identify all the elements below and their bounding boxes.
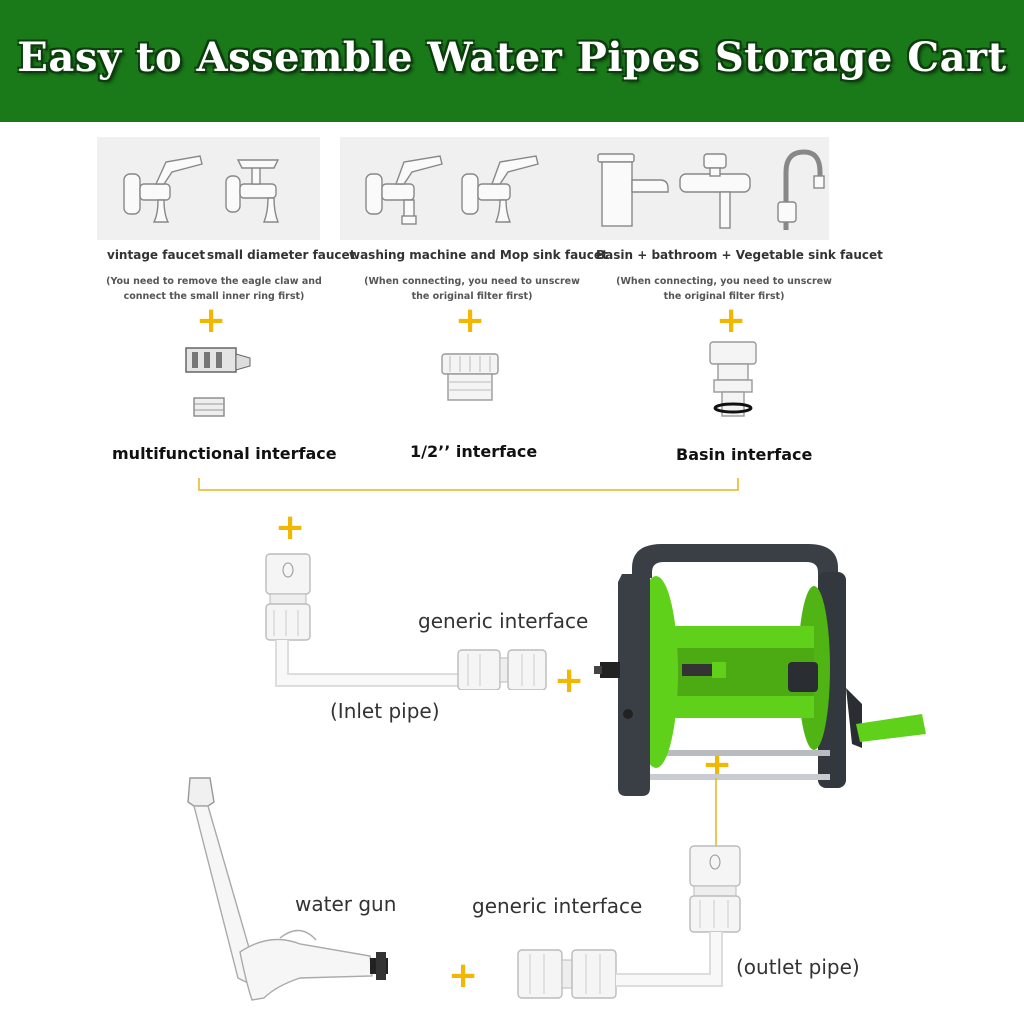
- note-line: the original filter first): [663, 291, 785, 302]
- plus-icon: +: [196, 300, 227, 341]
- interface-label-half-inch: 1/2’’ interface: [410, 442, 538, 461]
- faucet-label-vintage: vintage faucet: [107, 248, 206, 262]
- page-title: Easy to Assemble Water Pipes Storage Car…: [17, 34, 1007, 81]
- generic-interface-bottom-label: generic interface: [472, 894, 643, 918]
- note-line: (You need to remove the eagle claw and: [106, 276, 322, 287]
- plus-icon: +: [275, 507, 306, 548]
- basin-faucet-icon: [597, 153, 669, 227]
- bathroom-faucet-icon: [679, 153, 751, 229]
- note-half-inch: (When connecting, you need to unscrew th…: [360, 274, 584, 304]
- inlet-pipe-assembly-icon: [265, 553, 547, 690]
- water-gun-icon: [187, 777, 388, 1001]
- note-line: (When connecting, you need to unscrew: [616, 276, 832, 287]
- outlet-pipe-label: (outlet pipe): [736, 955, 860, 979]
- plus-icon: +: [554, 660, 585, 701]
- note-multifunctional: (You need to remove the eagle claw and c…: [96, 274, 332, 304]
- note-line: the original filter first): [411, 291, 533, 302]
- note-line: connect the small inner ring first): [123, 291, 305, 302]
- generic-interface-top-label: generic interface: [418, 609, 589, 633]
- interface-label-basin: Basin interface: [676, 445, 813, 464]
- faucet-label-basin: Basin + bathroom + Vegetable sink faucet: [596, 248, 883, 262]
- plus-icon: +: [448, 955, 479, 996]
- title-banner: [0, 0, 1024, 122]
- inlet-pipe-label: (Inlet pipe): [330, 699, 440, 723]
- note-basin: (When connecting, you need to unscrew th…: [612, 274, 836, 304]
- faucet-label-washing-machine: washing machine and Mop sink faucet: [349, 248, 608, 262]
- multifunctional-adapter-icon: [185, 347, 251, 417]
- hose-reel-cart-icon: [594, 544, 926, 796]
- washing-machine-faucet-icon: [365, 155, 443, 225]
- plus-icon: +: [455, 300, 486, 341]
- plus-icon: +: [716, 300, 747, 341]
- note-line: (When connecting, you need to unscrew: [364, 276, 580, 287]
- faucet-label-small-diameter: small diameter faucet: [207, 248, 356, 262]
- outlet-pipe-assembly-icon: [517, 940, 723, 999]
- half-inch-adapter-icon: [441, 353, 499, 401]
- small-diameter-faucet-icon: [225, 159, 280, 223]
- bracket-connector: [198, 478, 739, 491]
- mop-sink-faucet-icon: [461, 155, 539, 223]
- basin-adapter-icon: [709, 341, 757, 417]
- vegetable-sink-faucet-icon: [777, 149, 825, 230]
- interface-label-multifunctional: multifunctional interface: [112, 444, 337, 463]
- vintage-faucet-icon: [123, 155, 203, 223]
- water-gun-label: water gun: [295, 892, 397, 916]
